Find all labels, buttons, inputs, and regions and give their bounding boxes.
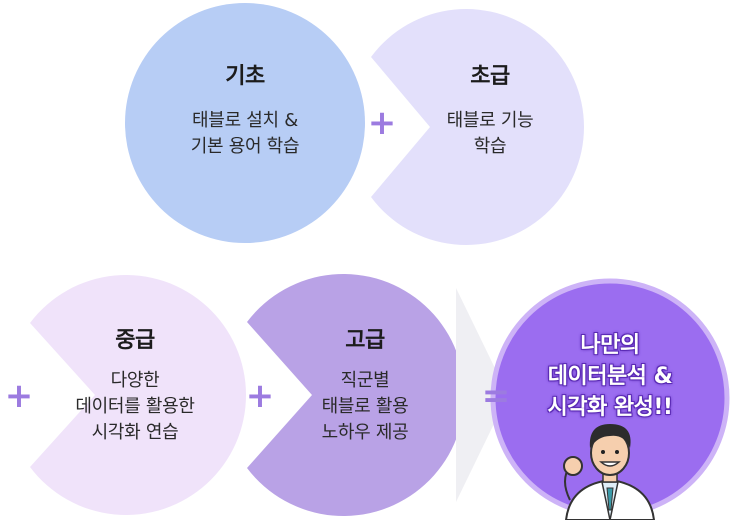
stage-intermediate: 중급 다양한 데이터를 활용한 시각화 연습 [50, 322, 220, 446]
stage-advanced-shape [247, 273, 465, 516]
stage-basic-circle [125, 3, 365, 243]
stage-advanced-title: 고급 [345, 328, 385, 353]
transition-wedge [456, 288, 508, 502]
stage-basic-title: 기초 [225, 64, 265, 89]
stage-beginner-shape [371, 9, 584, 246]
stage-basic: 기초 태블로 설치 & 기본 용어 학습 [155, 58, 335, 160]
plus-operator-1: + [367, 103, 397, 143]
stage-beginner-title: 초급 [470, 64, 510, 89]
goal-text: 나만의 데이터분석 & 시각화 완성!! [547, 333, 673, 420]
stage-beginner: 초급 태블로 기능 학습 [400, 58, 580, 160]
stage-intermediate-shape [30, 275, 246, 516]
stage-intermediate-title: 중급 [115, 328, 155, 353]
mascot-illustration [563, 424, 656, 520]
stage-basic-desc: 태블로 설치 & 기본 용어 학습 [190, 110, 300, 157]
equals-operator: = [481, 376, 511, 416]
stage-intermediate-desc: 다양한 데이터를 활용한 시각화 연습 [75, 370, 195, 443]
stage-beginner-desc: 태블로 기능 학습 [446, 110, 534, 157]
plus-operator-3: + [245, 376, 275, 416]
stage-advanced: 고급 직군별 태블로 활용 노하우 제공 [280, 322, 450, 446]
stage-advanced-desc: 직군별 태블로 활용 노하우 제공 [321, 370, 409, 443]
plus-operator-2: + [4, 376, 34, 416]
